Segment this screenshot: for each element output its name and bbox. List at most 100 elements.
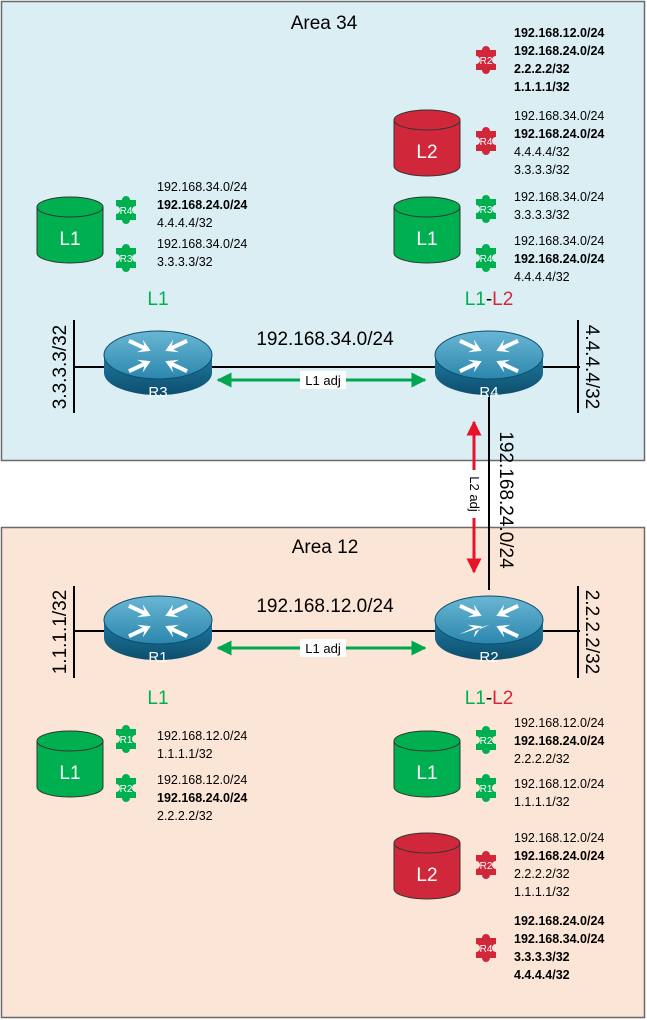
- database-cylinder-icon: [36, 206, 104, 264]
- lsp-prefix-entry: 192.168.12.0/24: [514, 777, 604, 791]
- lsp-router-label: R2: [120, 784, 133, 795]
- database-level-label: L1: [59, 229, 80, 250]
- database-cylinder-icon: [393, 206, 461, 264]
- lsp-prefix-entry: 2.2.2.2/32: [514, 62, 570, 76]
- lsp-prefix-entry: 192.168.12.0/24: [514, 716, 604, 730]
- lsp-puzzle-icon: R3: [116, 244, 136, 272]
- lsdb-r2-l1[interactable]: L1R2192.168.12.0/24192.168.24.0/242.2.2.…: [393, 716, 604, 809]
- loopback-label-r4: 4.4.4.4/32: [581, 325, 602, 410]
- level-l2-r2: L2: [492, 688, 513, 709]
- database-cylinder-top: [393, 196, 461, 218]
- lsp-router-label: R2: [480, 56, 493, 67]
- lsp-puzzle-icon: R4: [476, 244, 496, 272]
- level-label-r3: L1: [147, 289, 168, 310]
- lsp-puzzle-icon: R4: [476, 127, 496, 155]
- database-level-label: L1: [59, 763, 80, 784]
- loopback-label-r2: 2.2.2.2/32: [581, 590, 602, 675]
- lsp-prefix-entry: 3.3.3.3/32: [514, 208, 570, 222]
- database-level-label: L1: [416, 229, 437, 250]
- lsp-prefix-entry: 192.168.24.0/24: [514, 127, 604, 141]
- lsp-prefix-entry: 192.168.34.0/24: [514, 190, 604, 204]
- lsp-router-label: R4: [480, 137, 493, 148]
- database-cylinder-icon: [36, 740, 104, 798]
- lsp-prefix-entry: 1.1.1.1/32: [514, 795, 570, 809]
- router-arrows-icon: [459, 603, 519, 639]
- database-cylinder-icon: [393, 842, 461, 900]
- router-r4[interactable]: R4: [434, 330, 544, 401]
- router-arrows-icon: [128, 603, 188, 639]
- lsp-prefix-entry: 192.168.12.0/24: [157, 773, 247, 787]
- subnet-label-r1-r2: 192.168.12.0/24: [256, 596, 394, 617]
- area-12-label: Area 12: [292, 537, 359, 558]
- lsp-prefix-entry: 192.168.24.0/24: [514, 849, 604, 863]
- level-sep-r4: -: [486, 289, 492, 310]
- lsp-prefix-entry: 192.168.34.0/24: [514, 932, 604, 946]
- loopback-label-r1: 1.1.1.1/32: [50, 590, 71, 675]
- lsp-prefix-entry: 4.4.4.4/32: [157, 216, 213, 230]
- subnet-label-r4-r2: 192.168.24.0/24: [495, 431, 516, 569]
- adjacency-label-r3-r4: L1 adj: [305, 373, 341, 388]
- lsp-prefix-entry: 192.168.34.0/24: [157, 237, 247, 251]
- database-cylinder-icon: [393, 740, 461, 798]
- router-arrows-icon: [128, 338, 188, 374]
- level-l1-r4: L1: [465, 289, 486, 310]
- lsp-puzzle-icon: R1: [116, 725, 136, 753]
- lsp-router-label: R4: [480, 944, 493, 955]
- lsdb-r3-l1[interactable]: L1R4192.168.34.0/24192.168.24.0/244.4.4.…: [36, 180, 247, 272]
- lsp-router-label: R4: [120, 206, 133, 217]
- router-label-r3: R3: [148, 384, 167, 401]
- router-r1[interactable]: R1: [103, 595, 213, 666]
- lsp-router-label: R3: [120, 254, 133, 265]
- lsp-prefix-entry: 192.168.34.0/24: [157, 180, 247, 194]
- lsp-puzzle-icon: R3: [476, 195, 496, 223]
- database-level-label: L1: [416, 763, 437, 784]
- router-r2[interactable]: R2: [434, 595, 544, 666]
- lsp-puzzle-icon: R2: [476, 851, 496, 879]
- level-l2-r4: L2: [492, 289, 513, 310]
- lsp-puzzle-icon: R2: [476, 46, 496, 74]
- database-cylinder-top: [393, 730, 461, 752]
- database-cylinder-top: [36, 730, 104, 752]
- lsp-router-label: R2: [480, 736, 493, 747]
- lsp-prefix-entry: 2.2.2.2/32: [514, 867, 570, 881]
- lsp-prefix-entry: 1.1.1.1/32: [514, 80, 570, 94]
- lsp-prefix-entry: 192.168.12.0/24: [514, 26, 604, 40]
- lsp-prefix-entry: 3.3.3.3/32: [157, 255, 213, 269]
- lsp-prefix-entry: 3.3.3.3/32: [514, 950, 570, 964]
- router-arrows-icon: [459, 338, 519, 374]
- lsp-puzzle-icon: R4: [476, 934, 496, 962]
- lsp-router-label: R4: [480, 254, 493, 265]
- database-cylinder-top: [393, 109, 461, 131]
- level-sep-r2: -: [486, 688, 492, 709]
- lsp-prefix-entry: 192.168.24.0/24: [157, 791, 247, 805]
- lsp-prefix-entry: 192.168.34.0/24: [514, 234, 604, 248]
- adjacency-label-r4-r2: L2 adj: [467, 476, 482, 512]
- lsp-router-label: R3: [480, 205, 493, 216]
- database-cylinder-top: [393, 832, 461, 854]
- lsp-router-label: R1: [480, 784, 493, 795]
- lsp-prefix-entry: 4.4.4.4/32: [514, 145, 570, 159]
- database-cylinder-top: [36, 196, 104, 218]
- level-l1-r2: L1: [465, 688, 486, 709]
- lsp-prefix-entry: 192.168.24.0/24: [514, 914, 604, 928]
- database-level-label: L2: [416, 142, 437, 163]
- loopback-label-r3: 3.3.3.3/32: [50, 325, 71, 410]
- subnet-label-r3-r4: 192.168.34.0/24: [256, 329, 394, 350]
- lsp-prefix-entry: 192.168.12.0/24: [157, 729, 247, 743]
- lsp-router-label: R2: [480, 861, 493, 872]
- lsp-prefix-entry: 192.168.24.0/24: [514, 44, 604, 58]
- database-level-label: L2: [416, 865, 437, 886]
- router-r3[interactable]: R3: [103, 330, 213, 401]
- router-label-r2: R2: [479, 649, 498, 666]
- lsp-puzzle-icon: R4: [116, 196, 136, 224]
- lsp-prefix-entry: 192.168.34.0/24: [514, 109, 604, 123]
- lsp-puzzle-icon: R2: [476, 726, 496, 754]
- lsdb-r4-l2[interactable]: L2 R2 192.168.12.0/24 192.168.24.0/24 2.2.2.…: [393, 26, 604, 177]
- level-label-r2: L1-L2: [465, 688, 514, 709]
- adjacency-label-r1-r2: L1 adj: [305, 641, 341, 656]
- database-layer: L1R4192.168.34.0/24192.168.24.0/244.4.4.…: [36, 26, 604, 982]
